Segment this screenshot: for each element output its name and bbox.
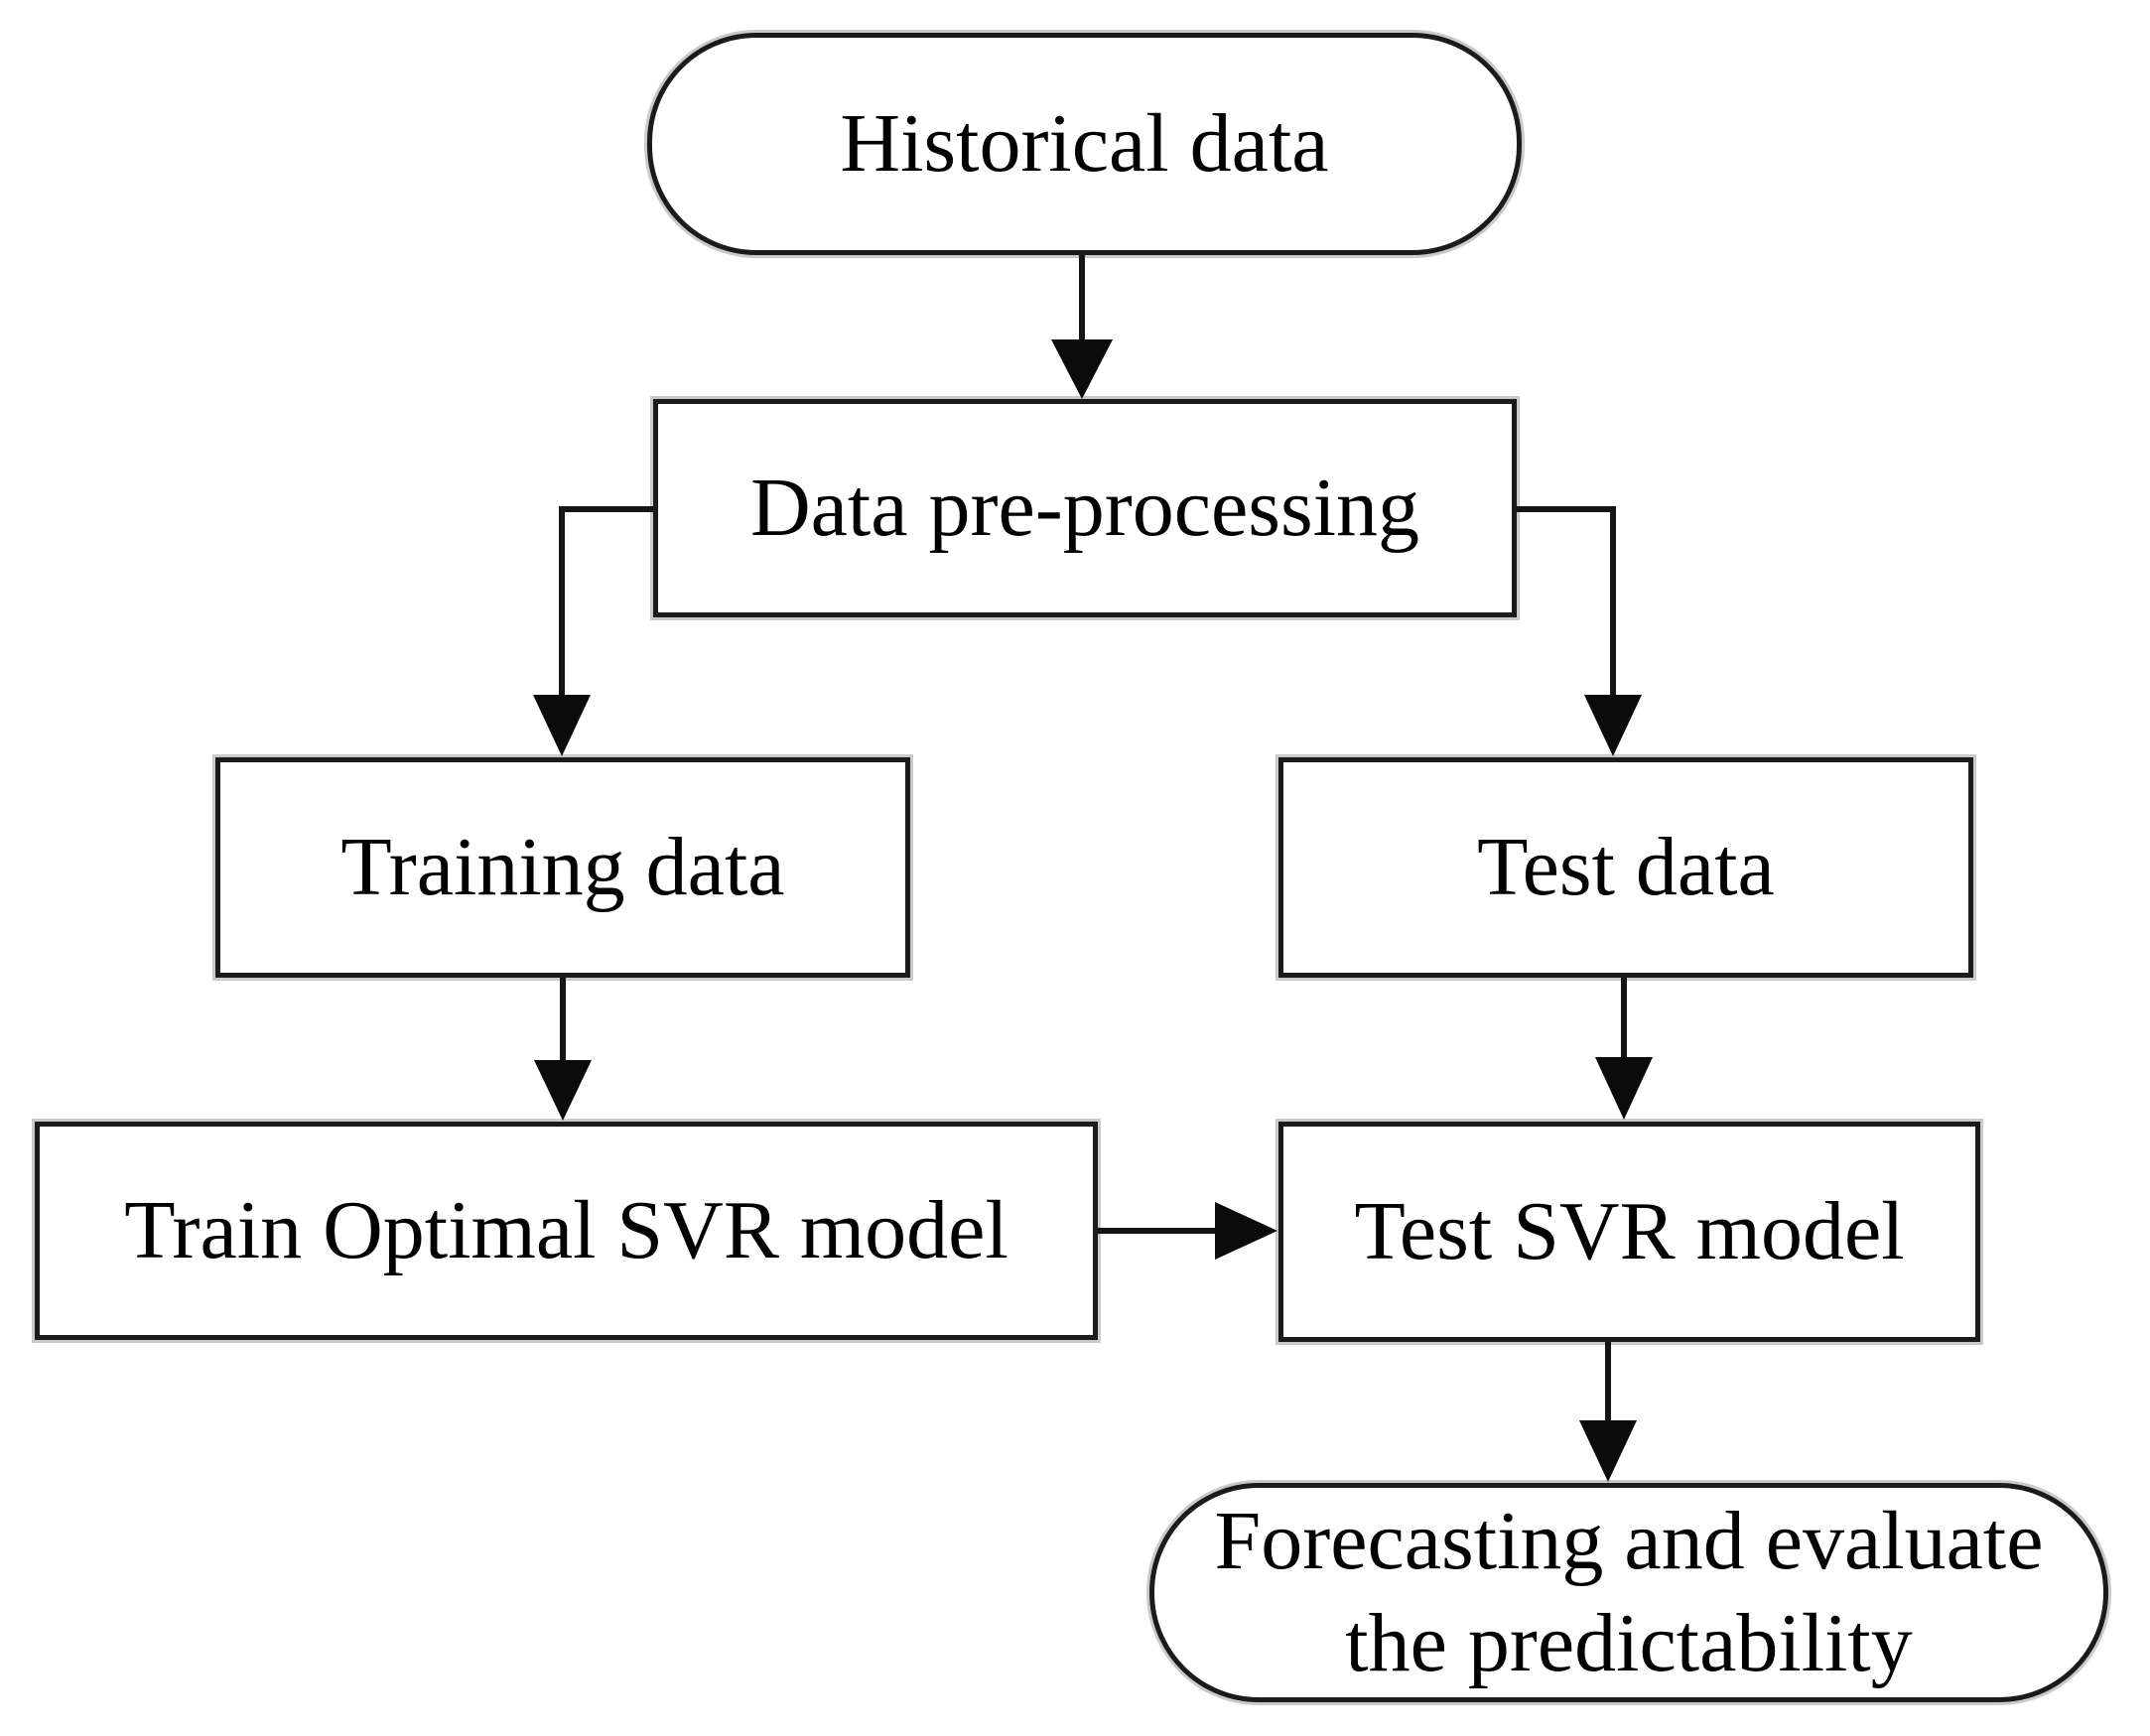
node-training-data-label: Training data bbox=[340, 820, 785, 913]
node-test-data: Test data bbox=[1278, 757, 1973, 978]
node-test-svr-model-label: Test SVR model bbox=[1354, 1184, 1905, 1277]
node-data-pre-processing: Data pre-processing bbox=[653, 399, 1517, 617]
arrow-testsvr-to-forecasting bbox=[1579, 1342, 1637, 1482]
node-test-data-label: Test data bbox=[1477, 820, 1775, 913]
arrow-historical-to-preprocessing bbox=[1051, 255, 1113, 399]
node-test-svr-model: Test SVR model bbox=[1278, 1122, 1980, 1342]
arrow-testdata-to-testsvr bbox=[1595, 978, 1653, 1120]
node-historical-data-label: Historical data bbox=[840, 96, 1329, 190]
arrow-trainsvr-to-testsvr bbox=[1098, 1202, 1277, 1260]
node-forecasting-evaluate: Forecasting and evaluate the predictabil… bbox=[1149, 1483, 2108, 1702]
node-train-optimal-svr-model-label: Train Optimal SVR model bbox=[124, 1183, 1008, 1276]
node-train-optimal-svr-model: Train Optimal SVR model bbox=[35, 1122, 1098, 1340]
node-training-data: Training data bbox=[215, 757, 910, 978]
node-historical-data: Historical data bbox=[647, 33, 1522, 255]
node-data-pre-processing-label: Data pre-processing bbox=[749, 461, 1420, 554]
arrow-preprocessing-to-training bbox=[533, 506, 653, 756]
arrow-preprocessing-to-testdata bbox=[1517, 506, 1642, 756]
node-forecasting-evaluate-label: Forecasting and evaluate the predictabil… bbox=[1214, 1495, 2044, 1689]
arrow-training-to-trainsvr bbox=[534, 978, 592, 1121]
